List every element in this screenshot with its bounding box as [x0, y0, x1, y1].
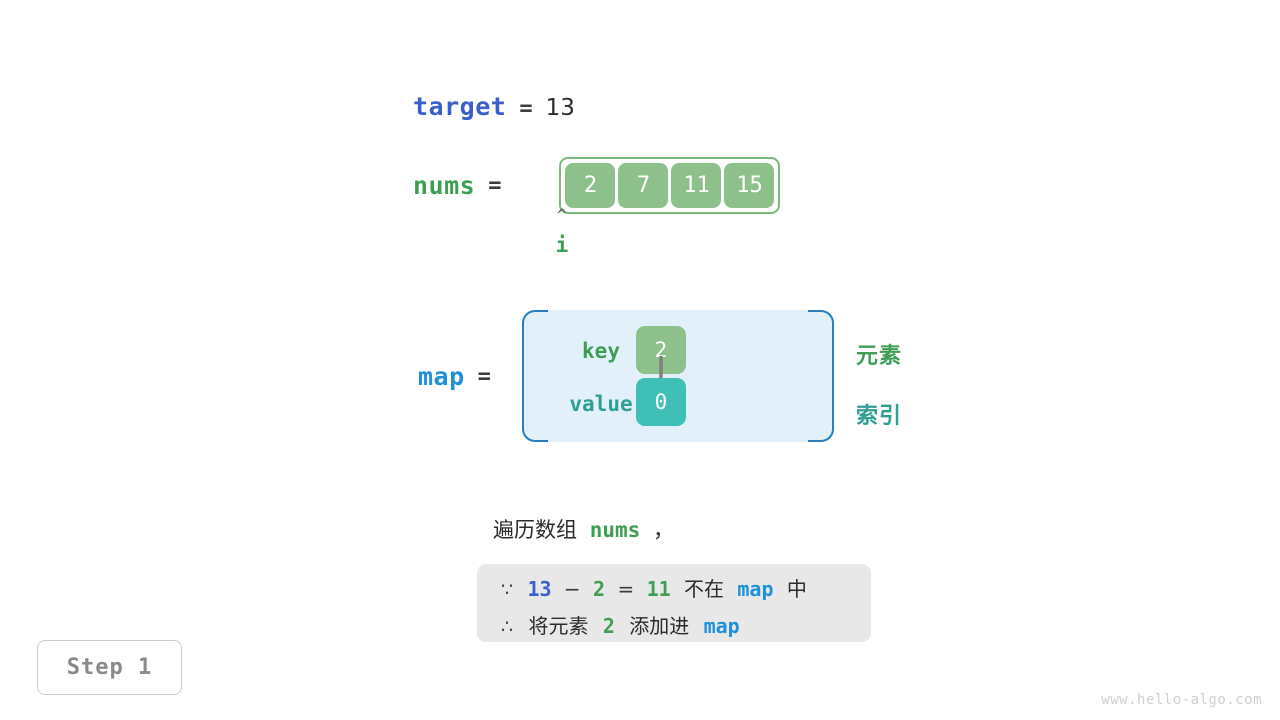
target-value: 13 — [545, 95, 575, 121]
legend-group: 元素 索引 — [856, 338, 902, 430]
target-assignment-row: target = 13 — [413, 92, 575, 121]
map-value-cell: 0 — [636, 378, 686, 426]
map-variable-name: map — [418, 361, 465, 391]
because-symbol: ∵ — [501, 579, 514, 601]
map-value-label: value — [569, 392, 633, 416]
conclusion-middle-text: 添加进 — [629, 614, 690, 638]
array-cell: 11 — [671, 163, 722, 208]
therefore-symbol: ∴ — [501, 616, 514, 638]
nums-equals-sign: = — [488, 173, 502, 198]
caret-up-icon: ^ — [556, 206, 568, 226]
premise-middle-text: 不在 — [684, 577, 725, 601]
target-equals-sign: = — [519, 96, 533, 121]
map-container: key value 2 0 — [522, 310, 834, 442]
step-badge: Step 1 — [37, 640, 182, 695]
legend-index-label: 索引 — [856, 404, 903, 429]
caption-keyword-nums: nums — [589, 518, 641, 542]
minus-operator: − — [563, 577, 581, 601]
map-bracket-right — [808, 310, 834, 442]
map-bracket-left — [522, 310, 548, 442]
caption-suffix: ， — [652, 518, 674, 542]
map-assignment-row: map = key value 2 0 — [418, 310, 834, 442]
premise-tail-text: 中 — [786, 577, 807, 601]
conclusion-prefix: 将元素 — [528, 614, 589, 638]
reasoning-line-premise: ∵ 13 − 2 = 11 不在 map 中 — [501, 573, 807, 602]
caption-traverse-array: 遍历数组 nums ， — [493, 514, 674, 544]
map-key-label: key — [582, 339, 620, 363]
map-equals-sign: = — [477, 363, 491, 389]
target-variable-name: target — [413, 92, 507, 121]
conclusion-element-value: 2 — [602, 614, 615, 638]
premise-current-element: 2 — [593, 577, 606, 601]
reasoning-line-conclusion: ∴ 将元素 2 添加进 map — [501, 610, 740, 639]
conclusion-map-keyword: map — [703, 614, 740, 638]
watermark: www.hello-algo.com — [1101, 692, 1262, 708]
pointer-label-i: i — [555, 233, 569, 257]
premise-target-value: 13 — [527, 577, 552, 601]
index-pointer-group: ^ i — [540, 206, 584, 258]
premise-complement: 11 — [646, 577, 671, 601]
premise-map-keyword: map — [737, 577, 774, 601]
equals-operator: = — [617, 577, 635, 601]
nums-variable-name: nums — [413, 171, 476, 200]
reasoning-box: ∵ 13 − 2 = 11 不在 map 中 ∴ 将元素 2 添加进 map — [477, 564, 871, 642]
nums-assignment-row: nums = 2 7 11 15 — [413, 157, 781, 214]
array-cell: 2 — [565, 163, 616, 208]
nums-array-frame: 2 7 11 15 — [559, 157, 781, 214]
legend-element-label: 元素 — [856, 344, 903, 369]
map-label-wrap: map = — [418, 362, 522, 391]
caption-prefix: 遍历数组 — [493, 518, 577, 542]
array-cell: 15 — [724, 163, 775, 208]
array-cell: 7 — [618, 163, 669, 208]
